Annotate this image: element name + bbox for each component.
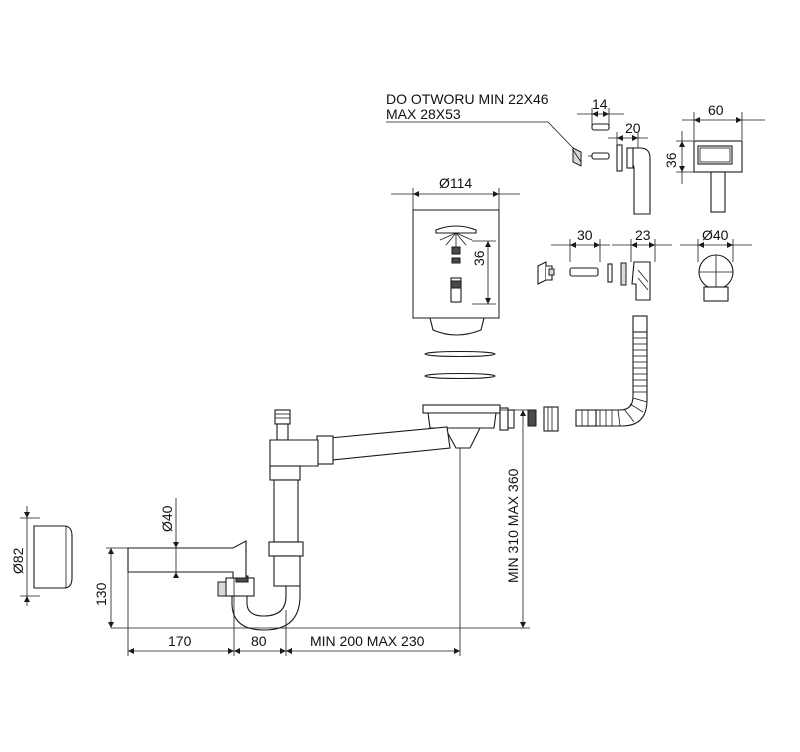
end-cap-82: Ø82: [10, 506, 73, 606]
dimension-114: Ø114: [391, 175, 520, 210]
dimension-310-360: MIN 310 MAX 360: [505, 410, 526, 628]
dimension-30: 30: [551, 227, 610, 262]
dimension-36-strainer-label: 36: [471, 250, 487, 266]
outlet-pipe-40: [127, 540, 247, 579]
overflow-screw: [588, 123, 610, 160]
hole-note-line1: DO OTWORU MIN 22X46: [386, 91, 549, 107]
corrugated-overflow-hose: [575, 315, 648, 427]
vertical-pipe-with-top-inlet: [268, 409, 319, 587]
overflow-elbow: [626, 147, 651, 215]
dimension-40-top: Ø40: [680, 227, 752, 262]
dimension-114-label: Ø114: [439, 175, 472, 191]
round-overflow-elbow: [631, 261, 651, 301]
dimension-36-overflow-label: 36: [663, 152, 679, 168]
hole-note-leader: [386, 121, 576, 151]
overflow-gasket: [616, 144, 623, 172]
dimension-20: 20: [608, 120, 648, 148]
overflow-cover-plate: [572, 147, 582, 167]
dimension-130: 130: [93, 547, 128, 628]
strainer-bowl-assembly: [422, 404, 515, 449]
round-cover-plate: [537, 261, 555, 285]
dimension-170: 170: [128, 633, 234, 654]
dimension-14-label: 14: [592, 96, 608, 112]
dimension-40-pipe: Ø40: [159, 498, 184, 578]
round-overflow-front: [698, 254, 734, 302]
dimension-23-label: 23: [635, 227, 651, 243]
dimension-130-label: 130: [93, 582, 109, 606]
rectangular-overflow: 60 36: [663, 102, 765, 213]
dimension-310-360-label: MIN 310 MAX 360: [505, 468, 521, 583]
dimension-80-label: 80: [251, 633, 267, 649]
u-trap: [217, 575, 301, 631]
gasket-1: [424, 350, 496, 358]
dimension-40-pipe-label: Ø40: [159, 505, 175, 532]
dimension-23: 23: [612, 227, 672, 262]
dimension-14: 14: [577, 96, 624, 125]
dimension-30-label: 30: [577, 227, 593, 243]
dimension-200-230: MIN 200 MAX 230: [286, 633, 460, 654]
dimension-20-label: 20: [625, 120, 641, 136]
strainer-plug: [435, 225, 477, 303]
gasket-2: [424, 372, 496, 380]
dimension-60-label: 60: [708, 102, 724, 118]
horizontal-drain-pipe: [316, 426, 451, 465]
strainer-body: [429, 317, 485, 336]
round-gasket: [607, 263, 613, 283]
round-overflow-screw: [569, 267, 599, 277]
dimension-36-strainer: 36: [471, 240, 496, 305]
round-washer: [620, 262, 627, 286]
dimension-170-label: 170: [168, 633, 192, 649]
hose-nut: [543, 406, 559, 432]
dimension-80: 80: [234, 633, 286, 654]
hose-nut-ring: [527, 409, 537, 427]
dimension-40-top-label: Ø40: [702, 227, 729, 243]
dimension-200-230-label: MIN 200 MAX 230: [310, 633, 425, 649]
hole-note-line2: MAX 28X53: [386, 106, 461, 122]
dimension-82-label: Ø82: [10, 547, 26, 574]
